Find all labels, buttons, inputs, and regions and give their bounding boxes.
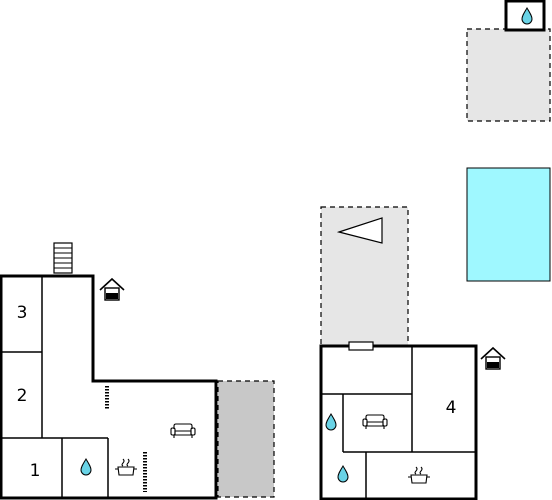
sofa-icon xyxy=(362,414,388,430)
room-3-label: 3 xyxy=(17,303,28,323)
terrace-top xyxy=(466,28,551,122)
left-house-walls xyxy=(1,276,109,498)
water-drop-icon xyxy=(80,458,92,476)
house-entrance-icon xyxy=(99,278,125,301)
house-entrance-icon xyxy=(480,347,506,370)
left-house-outline xyxy=(0,274,218,500)
terrace-left xyxy=(217,380,275,498)
bbq-triangle-icon xyxy=(336,217,383,244)
stairs-icon xyxy=(53,242,73,274)
water-drop-icon xyxy=(337,465,349,483)
right-house-outline xyxy=(319,344,478,500)
room-2-label: 2 xyxy=(17,386,28,406)
room-1-label: 1 xyxy=(30,461,41,481)
room-4-label: 4 xyxy=(446,398,457,418)
pool xyxy=(466,167,551,282)
stove-pot-icon xyxy=(407,466,431,484)
utility-box-top xyxy=(504,0,546,32)
sofa-icon xyxy=(170,423,196,439)
window-icon xyxy=(348,341,374,351)
right-house-walls xyxy=(321,346,476,499)
water-drop-icon xyxy=(325,413,337,431)
stove-pot-icon xyxy=(114,458,138,476)
